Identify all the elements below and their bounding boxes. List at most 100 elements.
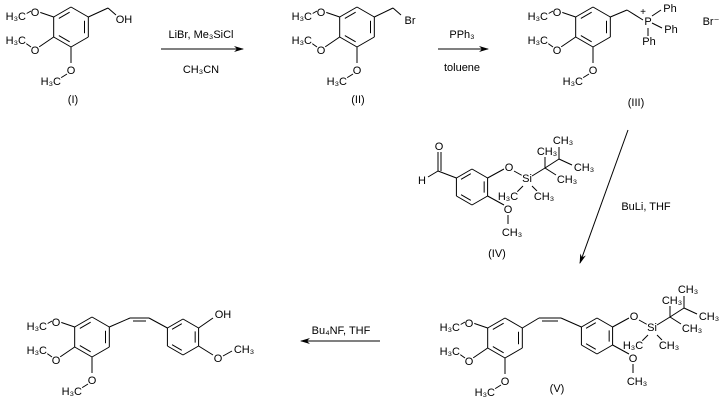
bond [487,195,505,206]
bond [545,41,554,48]
bond [457,321,466,327]
bond [612,317,630,328]
oxygen-label: O [553,45,562,57]
reagent-label: PPh₃ [449,29,474,41]
reaction-arrow [579,129,629,264]
bond [651,22,663,29]
ring-bond [182,318,199,329]
oxygen-label: O [52,355,61,367]
phenyl-label: Ph [642,36,655,48]
bond [492,384,502,391]
hydroxyl-label: OH [116,14,133,26]
bond [472,322,488,329]
bond [560,36,576,48]
methyl-label: CH₃ [557,174,577,186]
positive-charge-label: + [640,7,646,18]
bond [544,158,560,169]
oxygen-label: O [630,311,639,323]
methyl-label: H₃C [6,35,26,47]
bond [669,307,685,318]
ring-bond [339,36,358,48]
methyl-label: CH₃ [699,311,719,323]
bond [669,316,682,325]
bond [580,73,590,80]
methyl-label: CH₃ [502,227,522,239]
double-bond-line [585,343,597,350]
phenyl-label: Ph [663,3,676,15]
methyl-label: H₃C [528,11,548,23]
ring-bond [596,317,613,328]
methyl-label: CH₃ [234,344,254,356]
oxygen-label: O [317,7,326,19]
compound-label-II: (II) [351,94,364,106]
double-bond-line [580,35,592,43]
ring-bond [592,36,611,48]
methyl-label: H₃C [327,76,347,88]
ring-bond [504,317,523,329]
bond [392,7,402,16]
double-bond-line [492,346,504,354]
bromide-counterion-label: Br⁻ [703,16,720,28]
bond [516,185,524,193]
bond [44,351,53,358]
methyl-label: CH₃ [662,295,682,307]
bond [324,36,340,48]
bond [59,346,75,358]
bond [88,7,109,18]
methyl-label: H₃C [292,11,312,23]
ring-bond [339,6,358,18]
bromine-label: Br [405,15,416,27]
bond [23,41,32,48]
methyl-label: H₃C [475,387,495,399]
bond [324,11,340,18]
bond [79,383,89,390]
bond [531,185,538,192]
reaction-step-4: Bu₄NF, THF [300,324,380,344]
bond [656,316,671,326]
oxygen-label: O [214,353,223,365]
methyl-label: H₃C [6,11,26,23]
bond [38,11,54,18]
oxygen-label: O [353,65,362,77]
oxygen-label: O [31,7,40,19]
ring-bond [456,195,473,206]
reagent-label: Bu₄NF, THF [312,325,371,337]
compound-label-I: (I) [68,94,78,106]
bond [222,350,233,357]
bond [558,158,573,166]
bond [656,334,663,341]
double-bond-line [344,35,356,43]
bond [109,317,131,328]
bond [560,11,576,18]
double-bond-line [460,194,472,201]
double-bond-line [79,345,91,353]
bond [487,168,505,179]
double-bond-line [460,173,472,180]
ring-bond [182,345,199,356]
ring-bond [70,6,89,18]
bond [198,345,214,356]
solvent-label: toluene [444,62,480,74]
hydrogen-label: H [418,175,426,187]
oxygen-label: O [435,141,444,153]
bond [545,10,554,16]
methyl-label: H₃C [498,191,518,203]
bond [522,317,540,329]
silicon-label: Si [522,173,532,185]
oxygen-label: O [629,353,638,365]
bond [612,344,630,355]
oxygen-label: O [31,45,40,57]
methyl-label: H₃C [440,322,460,334]
bond [148,317,168,329]
ring-bond [575,36,594,48]
oxygen-label: O [317,45,326,57]
ring-bond [356,36,375,48]
bond [38,36,54,48]
bond [309,10,318,16]
bond [457,352,466,359]
phosphorus-label: P [644,16,651,28]
compound-label-III: (III) [628,97,645,109]
bond [641,334,649,342]
